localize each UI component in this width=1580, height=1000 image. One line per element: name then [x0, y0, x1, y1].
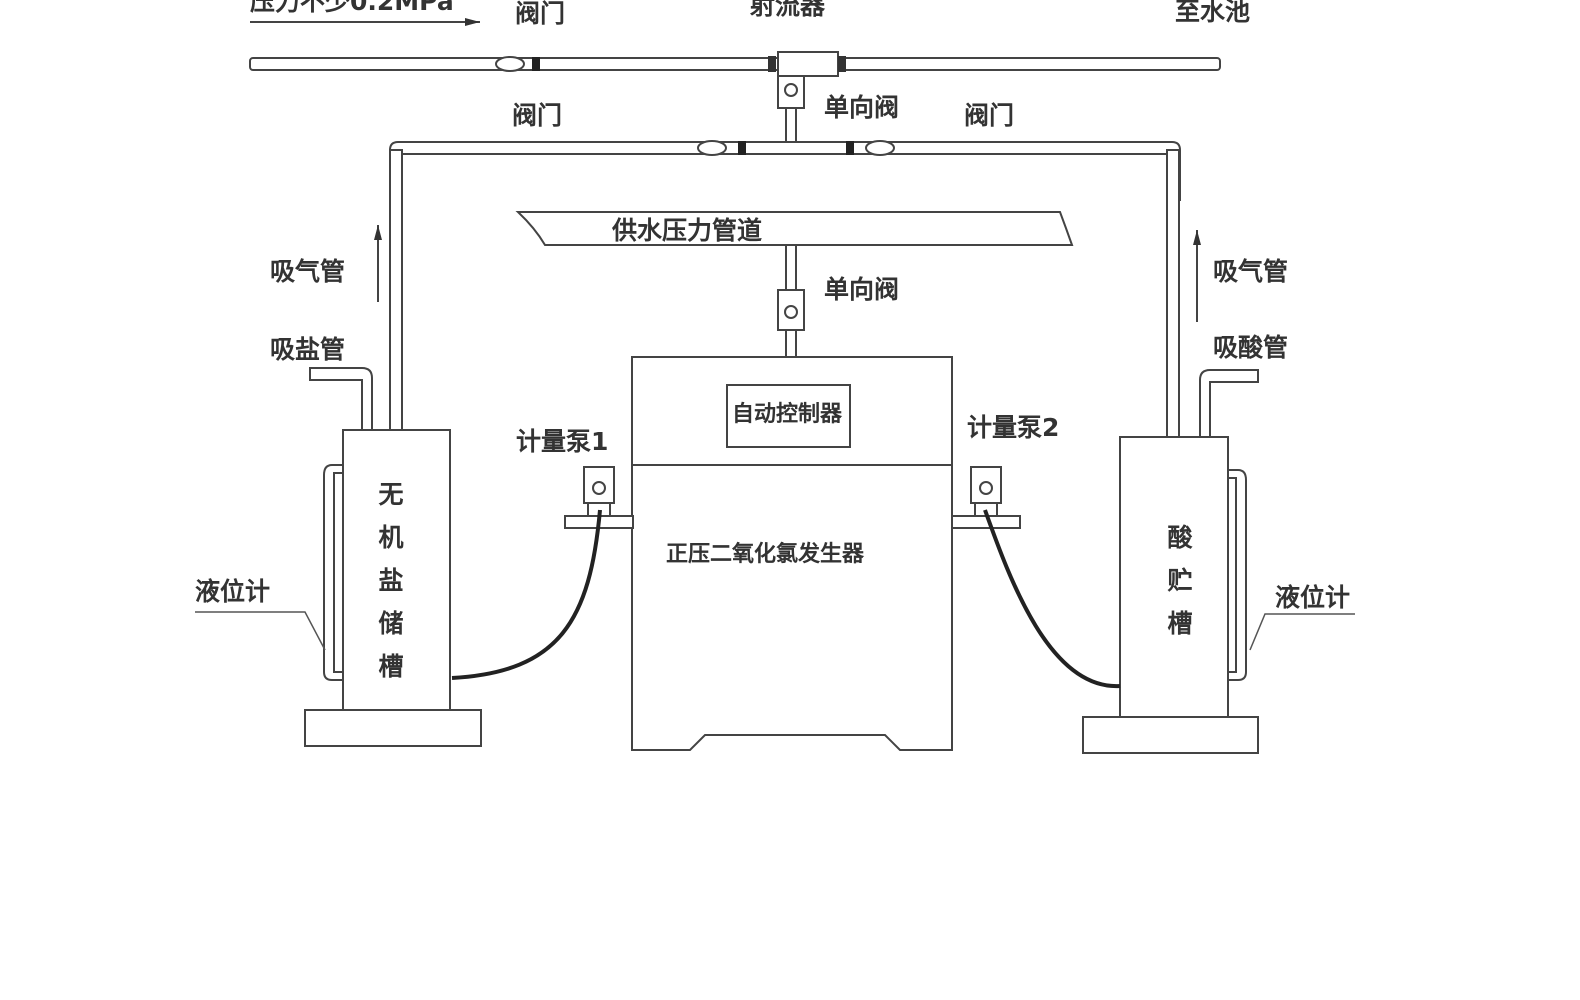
acid-tank: [1119, 436, 1229, 718]
ejector-flange-left: [768, 56, 776, 72]
salt-tank: [342, 429, 451, 711]
acid-tank-char: 酸: [1167, 523, 1193, 552]
valve-top: [495, 56, 525, 72]
air-manifold-pipe: [389, 141, 1181, 201]
pressure-label: 压力不少0.2MPa: [250, 0, 454, 16]
level-pointer-left: [195, 611, 326, 651]
salt-tank-char: 储: [378, 609, 403, 638]
pump1-dial: [592, 481, 606, 495]
pump1-label: 计量泵1: [516, 427, 608, 456]
ejector: [777, 51, 839, 77]
level-gauge-right: [1227, 469, 1247, 681]
acid-suction-pipe: [1199, 369, 1259, 438]
supply-pipe-label: 供水压力管道: [611, 216, 762, 245]
salt-tank-char: 机: [378, 523, 403, 552]
air-arrow-right-head: [1193, 230, 1201, 245]
air-arrow-left-head: [374, 225, 382, 240]
valve-right: [865, 140, 895, 156]
ejector-flange-right: [838, 56, 846, 72]
supply-pressure-pipe: [515, 211, 1074, 246]
valve-left: [697, 140, 727, 156]
air-pipe-right: [1166, 149, 1180, 441]
check-valve-mid-label: 单向阀: [824, 275, 899, 304]
check-valve-mid: [777, 289, 805, 331]
salt-tank-base: [304, 709, 482, 747]
valve-top-label: 阀门: [515, 0, 565, 28]
hose-left: [451, 509, 602, 680]
valve-top-flange: [532, 57, 540, 71]
salt-suction-pipe: [309, 367, 373, 431]
salt-tank-char: 盐: [378, 566, 403, 595]
check-valve-top-dial: [784, 83, 798, 97]
acid-tank-base: [1082, 716, 1259, 754]
generator-body: [631, 356, 953, 751]
hose-right: [983, 509, 1121, 689]
salt-tank-char: 槽: [378, 652, 403, 681]
acid-tank-label: 酸 贮 槽: [1167, 523, 1193, 638]
main-water-pipe: [249, 57, 1221, 71]
acid-tank-char: 槽: [1167, 609, 1192, 638]
pump2-label: 计量泵2: [967, 413, 1059, 442]
salt-tank-label: 无 机 盐 储 槽: [378, 480, 403, 681]
controller-box: [726, 384, 851, 448]
ejector-branch-pipe: [785, 107, 797, 147]
level-gauge-left: [323, 464, 344, 681]
valve-right-label: 阀门: [964, 101, 1014, 130]
controller-label: 自动控制器: [732, 401, 843, 427]
flow-arrow-head: [465, 18, 480, 26]
check-valve-mid-dial: [784, 305, 798, 319]
air-pipe-right-label: 吸气管: [1213, 257, 1288, 286]
acid-tank-char: 贮: [1167, 566, 1192, 595]
ejector-label: 射流器: [749, 0, 826, 20]
air-pipe-left-label: 吸气管: [270, 257, 345, 286]
valve-left-flange: [738, 141, 746, 155]
level-right-label: 液位计: [1275, 583, 1350, 612]
air-pipe-left: [389, 149, 403, 433]
valve-left-label: 阀门: [512, 101, 562, 130]
acid-pipe-label: 吸酸管: [1213, 333, 1288, 362]
valve-right-flange: [846, 141, 854, 155]
generator-label: 正压二氧化氯发生器: [666, 541, 865, 567]
salt-pipe-label: 吸盐管: [270, 335, 345, 364]
check-valve-top-label: 单向阀: [824, 93, 899, 122]
to-pool-label: 至水池: [1175, 0, 1250, 26]
pump2-dial: [979, 481, 993, 495]
level-pointer-right: [1249, 613, 1355, 651]
level-left-label: 液位计: [195, 577, 270, 606]
salt-tank-char: 无: [378, 480, 403, 509]
